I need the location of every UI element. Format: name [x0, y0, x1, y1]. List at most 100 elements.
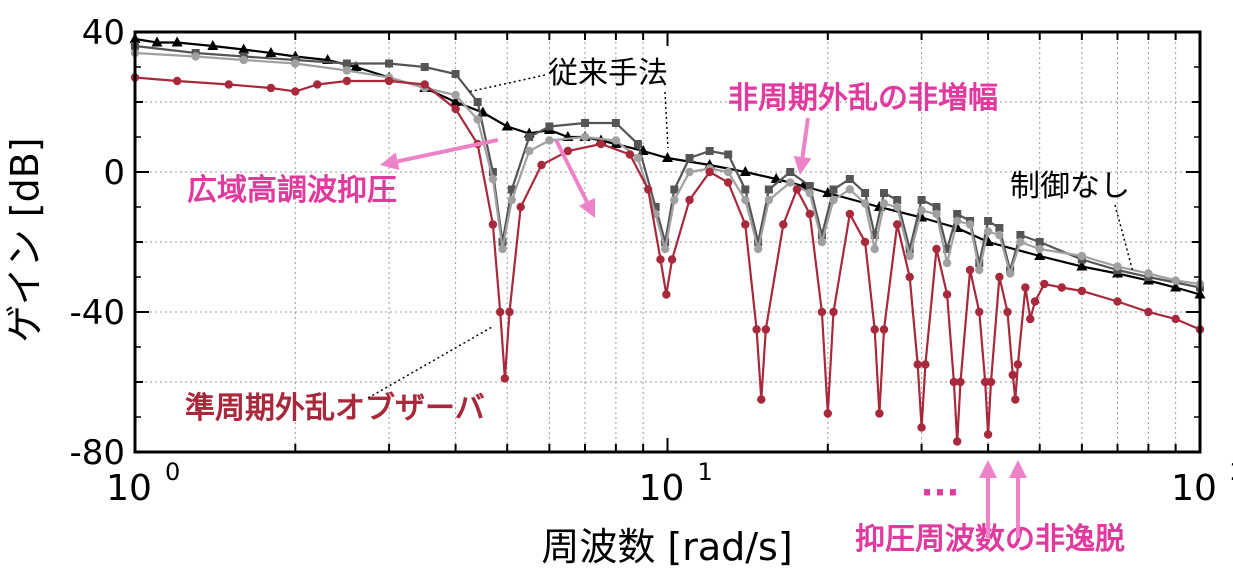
data-point	[488, 220, 498, 229]
data-point	[537, 160, 546, 170]
data-point	[829, 185, 838, 194]
data-point	[685, 154, 694, 162]
annotation-arrow	[800, 117, 810, 158]
data-point	[313, 80, 322, 89]
data-point	[1034, 250, 1046, 260]
data-point	[507, 195, 516, 205]
data-point	[662, 290, 671, 299]
series-line	[134, 51, 1201, 286]
data-point	[505, 307, 514, 317]
data-point	[741, 185, 750, 194]
data-point	[779, 220, 788, 229]
data-point	[501, 120, 513, 131]
data-point	[545, 122, 554, 131]
data-point	[581, 119, 590, 127]
data-point	[817, 307, 827, 317]
data-point	[917, 206, 926, 215]
leader-line	[664, 91, 669, 149]
data-point	[932, 244, 941, 254]
data-point	[224, 80, 233, 89]
data-point	[983, 430, 993, 439]
annotation-arrow	[397, 138, 499, 164]
x-tick-exponent: 0	[165, 458, 180, 486]
data-point	[829, 307, 838, 317]
data-point	[1113, 262, 1122, 271]
x-tick-label: 10	[639, 468, 685, 509]
data-point	[1077, 251, 1087, 261]
data-point	[685, 167, 694, 177]
data-point	[291, 59, 300, 68]
data-point	[995, 230, 1004, 240]
data-point	[949, 377, 959, 387]
y-tick-label: -40	[69, 293, 125, 333]
data-point	[792, 185, 802, 194]
data-point	[786, 178, 795, 187]
data-point	[670, 195, 679, 205]
annotation-ellipsis: ···	[921, 473, 960, 513]
data-point	[473, 115, 482, 124]
data-point	[661, 238, 670, 246]
data-point	[879, 199, 889, 208]
annotation-arrow	[554, 139, 589, 203]
data-point	[921, 360, 930, 369]
data-point	[385, 59, 394, 68]
data-point	[917, 196, 926, 204]
data-point	[870, 231, 879, 239]
data-point	[660, 244, 670, 254]
series-layer	[129, 33, 1206, 446]
data-point	[913, 360, 922, 369]
data-point	[451, 104, 460, 114]
axis-ticks	[134, 31, 1200, 453]
data-point	[451, 70, 460, 78]
data-point	[965, 220, 975, 229]
data-point	[905, 245, 914, 253]
data-point	[753, 244, 763, 254]
data-point	[611, 136, 621, 145]
data-point	[1005, 269, 1015, 278]
y-tick-label: 0	[103, 153, 125, 193]
data-point	[879, 189, 888, 197]
x-axis-label: 周波数 [rad/s]	[541, 525, 792, 569]
data-point	[1171, 314, 1180, 324]
data-point	[266, 83, 276, 93]
data-point	[644, 185, 653, 194]
data-point	[845, 175, 854, 183]
data-point	[507, 185, 516, 194]
annotation-layer: 従来手法非周期外乱の非増幅広域高調波抑圧制御なし準周期外乱オブザーバ···抑圧周…	[185, 56, 1134, 557]
data-point	[764, 185, 773, 194]
data-point	[932, 209, 941, 219]
data-point	[953, 210, 962, 218]
data-point	[1030, 297, 1040, 306]
data-point	[984, 217, 993, 225]
data-point	[625, 150, 635, 159]
data-point	[563, 146, 573, 156]
leader-line	[1114, 204, 1134, 273]
data-point	[741, 195, 750, 205]
data-point	[893, 220, 902, 229]
data-point	[667, 255, 677, 264]
data-point	[1035, 244, 1044, 254]
data-point	[723, 178, 733, 187]
annotation-no_control: 制御なし	[1010, 169, 1130, 204]
data-point	[1008, 370, 1017, 380]
data-point	[965, 265, 975, 275]
data-point	[870, 244, 879, 254]
data-point	[1026, 314, 1035, 324]
data-point	[705, 147, 714, 155]
data-point	[420, 63, 429, 71]
data-point	[995, 224, 1004, 232]
data-point	[238, 43, 250, 54]
data-point	[823, 409, 832, 418]
data-point	[975, 259, 984, 267]
data-point	[265, 47, 277, 57]
data-point	[633, 140, 642, 148]
data-point	[761, 325, 771, 334]
data-point	[488, 174, 498, 184]
data-point	[611, 119, 620, 127]
data-point	[817, 231, 826, 239]
data-point	[172, 76, 182, 86]
data-point	[525, 146, 534, 156]
data-point	[942, 258, 952, 268]
data-point	[980, 377, 990, 387]
data-point	[956, 377, 965, 387]
